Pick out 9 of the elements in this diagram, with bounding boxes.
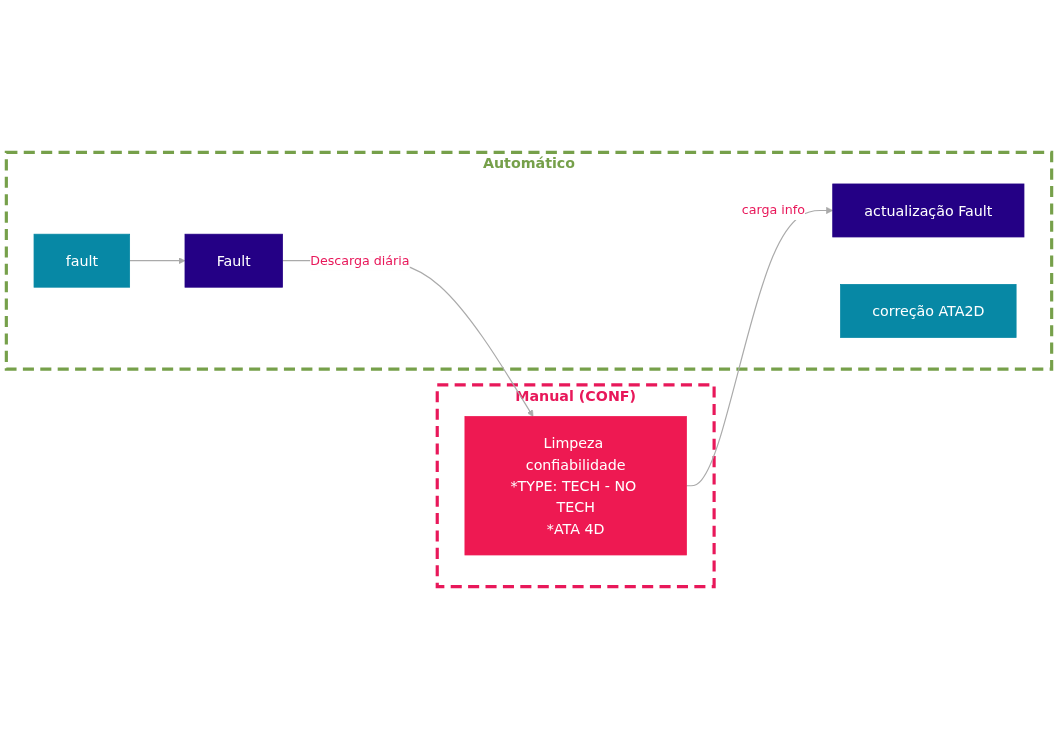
arrow [685, 206, 834, 486]
arrow [129, 256, 186, 264]
edge-label: Descarga diária [310, 252, 410, 268]
node-box: fault [33, 233, 130, 288]
node-box: actualização Fault [832, 183, 1025, 237]
node-box: Limpeza confiabilidade *TYPE: TECH - NO TECH *ATA 4D [464, 415, 687, 555]
node-box: Fault [184, 233, 283, 288]
node-box: correção ATA2D [840, 283, 1017, 338]
edge-label: carga info [741, 202, 806, 218]
